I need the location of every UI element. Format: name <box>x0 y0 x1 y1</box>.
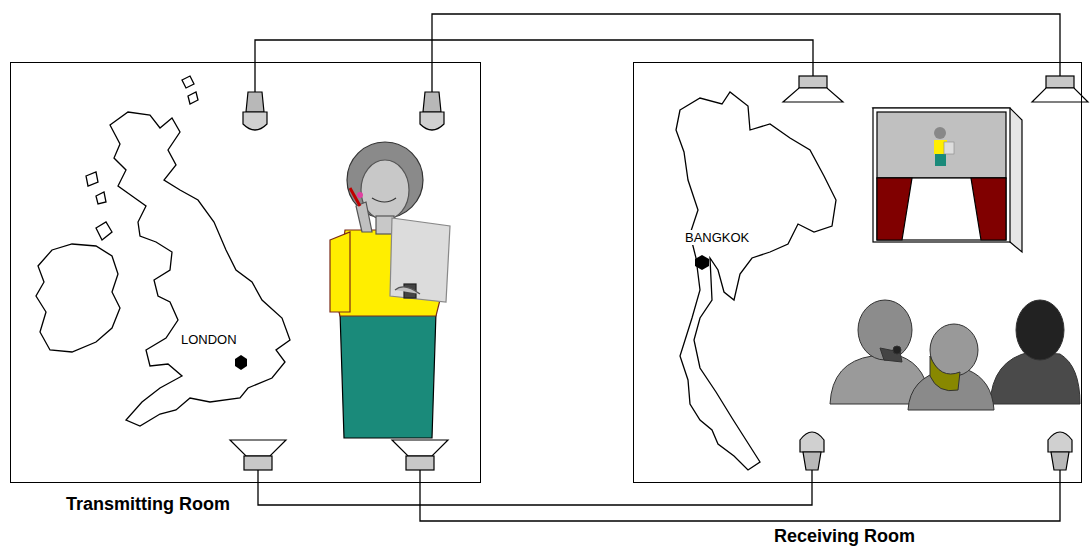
city-label: LONDON <box>180 332 238 347</box>
thailand-map <box>676 92 836 470</box>
microphone <box>243 92 444 130</box>
city-dot <box>235 355 247 370</box>
loudspeaker <box>230 440 448 470</box>
wires <box>255 14 1060 521</box>
audience <box>830 300 1080 410</box>
city-label: BANGKOK <box>684 230 750 245</box>
room-heading: Receiving Room <box>774 526 915 547</box>
video-screen <box>873 108 1022 252</box>
room-heading: Transmitting Room <box>66 494 230 515</box>
uk-map <box>36 76 290 426</box>
city-dot <box>695 255 709 270</box>
loudspeaker <box>783 76 1088 102</box>
transmitting-room: Transmitting Room <box>10 62 481 483</box>
receiving-room: Receiving Room <box>633 62 1082 483</box>
presenter <box>330 142 450 438</box>
microphone <box>800 432 1072 470</box>
